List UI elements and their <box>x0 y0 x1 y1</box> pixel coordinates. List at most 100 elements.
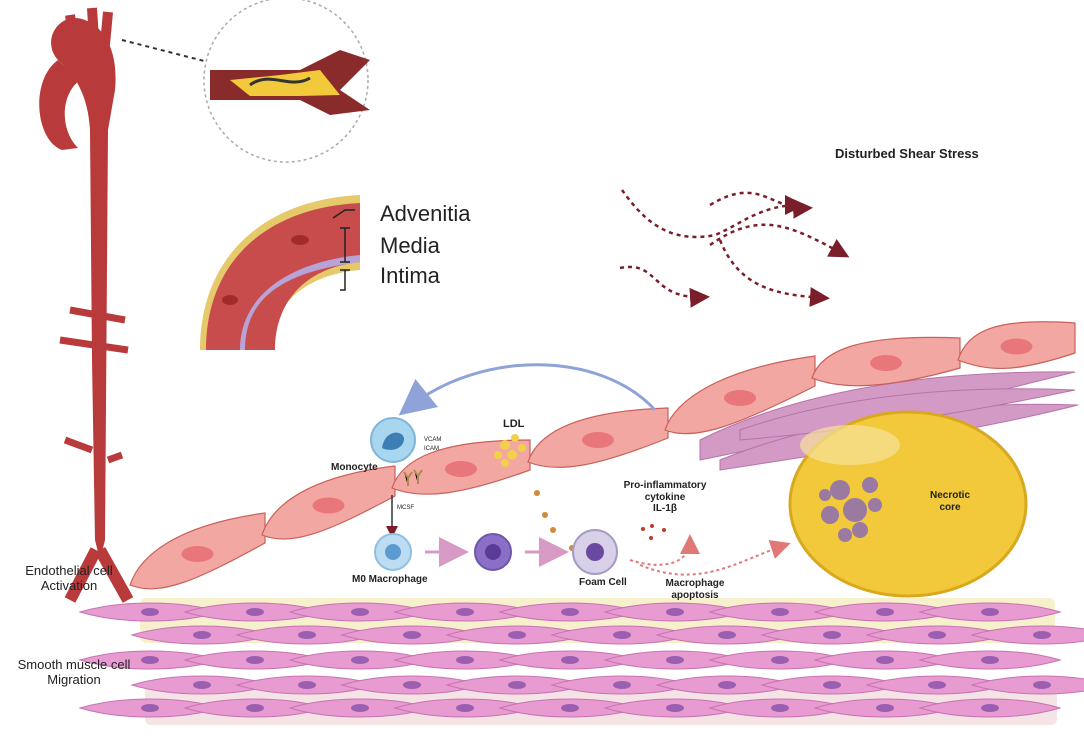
smc-migration-label: Smooth muscle cell Migration <box>0 657 148 688</box>
smooth-muscle-nucleus <box>666 704 684 712</box>
endothelial-activation-label: Endothelial cell Activation <box>4 563 134 594</box>
cytokine-dots <box>641 524 666 540</box>
adventitia-label: Advenitia <box>380 201 471 226</box>
smooth-muscle-nucleus <box>298 681 316 689</box>
m0-macrophage-label: M0 Macrophage <box>352 574 428 585</box>
smooth-muscle-nucleus <box>981 608 999 616</box>
vessel-cross-section <box>200 195 360 350</box>
smooth-muscle-nucleus <box>613 681 631 689</box>
smooth-muscle-nucleus <box>771 608 789 616</box>
recruitment-arrow <box>398 363 657 416</box>
smooth-muscle-nucleus <box>141 704 159 712</box>
endothelial-nucleus <box>724 390 756 406</box>
smooth-muscle-nucleus <box>823 631 841 639</box>
endothelial-line-1: Endothelial cell <box>25 563 113 578</box>
endothelial-line-2: Activation <box>40 577 98 593</box>
mcsf-label: MCSF <box>397 505 414 511</box>
smooth-muscle-nucleus <box>981 704 999 712</box>
foam-cell-label: Foam Cell <box>579 577 627 588</box>
endothelial-nucleus <box>445 461 477 477</box>
smooth-muscle-nucleus <box>718 681 736 689</box>
smooth-muscle-nucleus <box>456 656 474 664</box>
smooth-muscle-nucleus <box>298 631 316 639</box>
smooth-muscle-cell <box>970 675 1084 695</box>
layer-brackets <box>332 209 355 291</box>
shear-stress-label: Disturbed Shear Stress <box>835 146 979 161</box>
cytokine-line-1: Pro-inflammatory <box>623 480 707 491</box>
apoptosis-line-1: Macrophage <box>665 578 725 589</box>
smooth-muscle-nucleus <box>666 608 684 616</box>
smooth-muscle-nucleus <box>193 631 211 639</box>
smooth-muscle-nucleus <box>771 656 789 664</box>
intima-label: Intima <box>380 263 440 288</box>
smooth-muscle-nucleus <box>613 631 631 639</box>
apoptosis-arrow <box>639 539 791 576</box>
media-label: Media <box>380 233 440 258</box>
plaque-inset <box>203 0 370 163</box>
monocyte-label: Monocyte <box>331 462 378 473</box>
endothelial-nucleus <box>312 497 345 514</box>
endothelium <box>129 321 1076 590</box>
necrotic-line-1: Necrotic <box>929 490 970 501</box>
smooth-muscle-nucleus <box>823 681 841 689</box>
cytokine-line-2: cytokine <box>644 491 686 503</box>
ldl-particles <box>494 434 526 467</box>
smooth-muscle-nucleus <box>508 631 526 639</box>
ldl-label: LDL <box>503 418 525 430</box>
smooth-muscle-nucleus <box>456 608 474 616</box>
smooth-muscle-nucleus <box>666 656 684 664</box>
zoom-callout-line <box>121 39 209 63</box>
smooth-muscle-nucleus <box>771 704 789 712</box>
smooth-muscle-nucleus <box>561 608 579 616</box>
smooth-muscle-nucleus <box>876 656 894 664</box>
monocyte-cell <box>370 417 416 463</box>
smooth-muscle-nucleus <box>351 608 369 616</box>
m0-nucleus <box>385 544 401 560</box>
smooth-muscle-cells <box>78 602 1084 718</box>
smooth-muscle-nucleus <box>141 656 159 664</box>
smooth-muscle-nucleus <box>561 656 579 664</box>
smooth-muscle-nucleus <box>246 656 264 664</box>
smc-line-2: Migration <box>47 671 101 687</box>
endothelial-nucleus <box>582 432 614 448</box>
shear-stress-arrows <box>619 189 850 308</box>
smooth-muscle-nucleus <box>351 704 369 712</box>
smooth-muscle-cell <box>970 625 1084 645</box>
smooth-muscle-nucleus <box>246 704 264 712</box>
smooth-muscle-nucleus <box>718 631 736 639</box>
smc-line-1: Smooth muscle cell <box>17 657 131 672</box>
smooth-muscle-nucleus <box>1033 631 1051 639</box>
smooth-muscle-nucleus <box>246 608 264 616</box>
apoptosis-label: Macrophage apoptosis <box>655 578 735 601</box>
adhesion-molecules <box>403 469 423 486</box>
smooth-muscle-nucleus <box>193 681 211 689</box>
foam-cell-nucleus <box>586 543 604 561</box>
endothelial-nucleus <box>181 546 214 562</box>
necrotic-label: Necrotic core <box>920 490 980 513</box>
smooth-muscle-nucleus <box>403 681 421 689</box>
smooth-muscle-nucleus <box>456 704 474 712</box>
smooth-muscle-nucleus <box>141 608 159 616</box>
ldl-infiltrating <box>534 490 575 551</box>
cytokine-line-3: IL-1β <box>653 503 677 514</box>
smooth-muscle-nucleus <box>876 704 894 712</box>
aorta <box>39 7 134 603</box>
endothelial-nucleus <box>1000 338 1033 355</box>
activated-nucleus <box>485 544 501 560</box>
smooth-muscle-nucleus <box>1033 681 1051 689</box>
smooth-muscle-nucleus <box>508 681 526 689</box>
vcam-label: VCAM <box>424 437 442 443</box>
smooth-muscle-nucleus <box>928 631 946 639</box>
apoptosis-line-2: apoptosis <box>671 589 719 601</box>
smooth-muscle-nucleus <box>403 631 421 639</box>
smooth-muscle-nucleus <box>876 608 894 616</box>
icam-label: ICAM <box>424 446 439 452</box>
endothelial-nucleus <box>870 355 902 371</box>
cytokine-label: Pro-inflammatory cytokine IL-1β <box>605 480 725 515</box>
smooth-muscle-nucleus <box>561 704 579 712</box>
smooth-muscle-nucleus <box>981 656 999 664</box>
smooth-muscle-nucleus <box>351 656 369 664</box>
necrotic-line-2: core <box>939 501 961 513</box>
cytokine-arrow <box>629 534 700 566</box>
necrotic-core <box>788 410 1028 598</box>
